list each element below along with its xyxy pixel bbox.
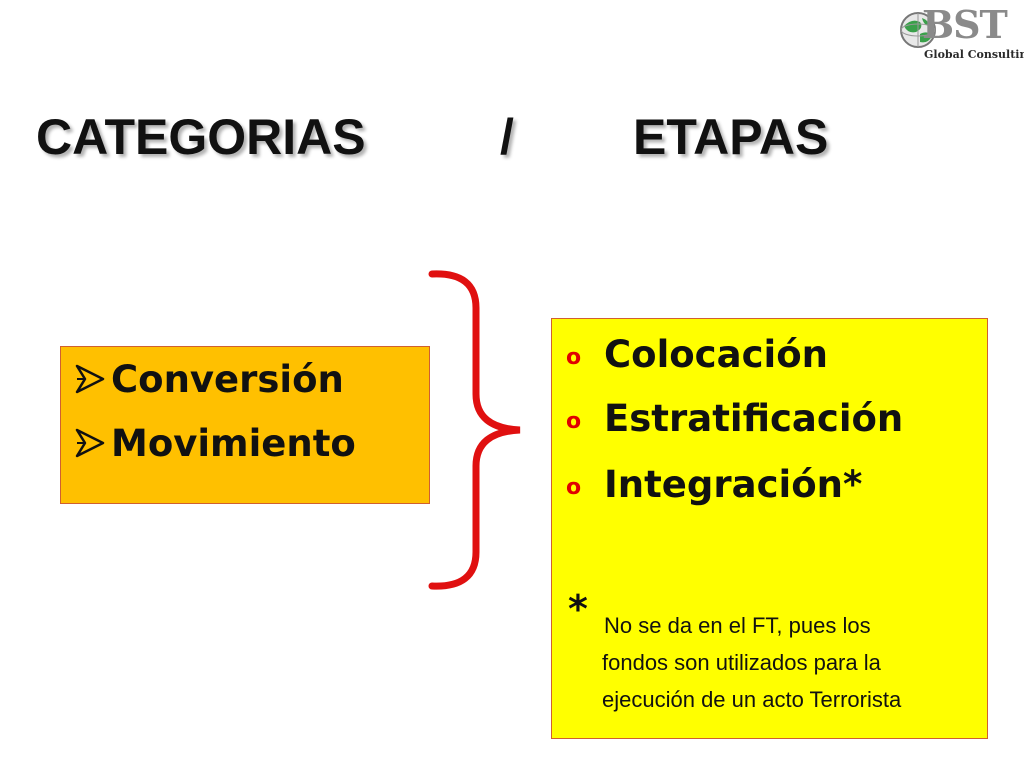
title-categorias: CATEGORIAS xyxy=(36,109,366,165)
title-separator: / xyxy=(500,109,514,165)
footnote: No se da en el FT, pues los fondos son u… xyxy=(602,607,972,718)
category-label: Conversión xyxy=(111,357,344,401)
category-item: Conversión xyxy=(73,357,344,401)
globe-icon xyxy=(900,12,936,48)
stage-bullet: o xyxy=(566,474,582,500)
arrow-bullet-icon xyxy=(75,364,105,394)
title-etapas: ETAPAS xyxy=(633,109,829,165)
stage-label: Estratificación xyxy=(604,396,904,440)
stage-item: o Estratificación xyxy=(566,393,903,443)
stage-bullet: o xyxy=(566,344,582,370)
stage-item: o Colocación xyxy=(566,329,828,379)
stage-item: o Integración* xyxy=(566,459,862,509)
stages-box: o Colocación o Estratificación o Integra… xyxy=(551,318,988,739)
footnote-line: No se da en el FT, pues los xyxy=(604,613,871,638)
category-item: Movimiento xyxy=(73,421,356,465)
category-label: Movimiento xyxy=(111,421,356,465)
footnote-line: ejecución de un acto Terrorista xyxy=(602,687,902,712)
logo-brand: BST xyxy=(922,2,1008,47)
arrow-bullet-icon xyxy=(75,428,105,458)
categories-box: Conversión Movimiento xyxy=(60,346,430,504)
logo-subtitle: Global Consulting xyxy=(924,48,1024,61)
note-marker: * xyxy=(568,587,588,631)
footnote-line: fondos son utilizados para la xyxy=(602,650,881,675)
stage-label: Integración* xyxy=(604,462,863,506)
stage-label: Colocación xyxy=(604,332,828,376)
bst-logo: BST Global Consulting xyxy=(898,2,1024,62)
stage-bullet: o xyxy=(566,408,582,434)
curly-brace-icon xyxy=(428,270,521,590)
